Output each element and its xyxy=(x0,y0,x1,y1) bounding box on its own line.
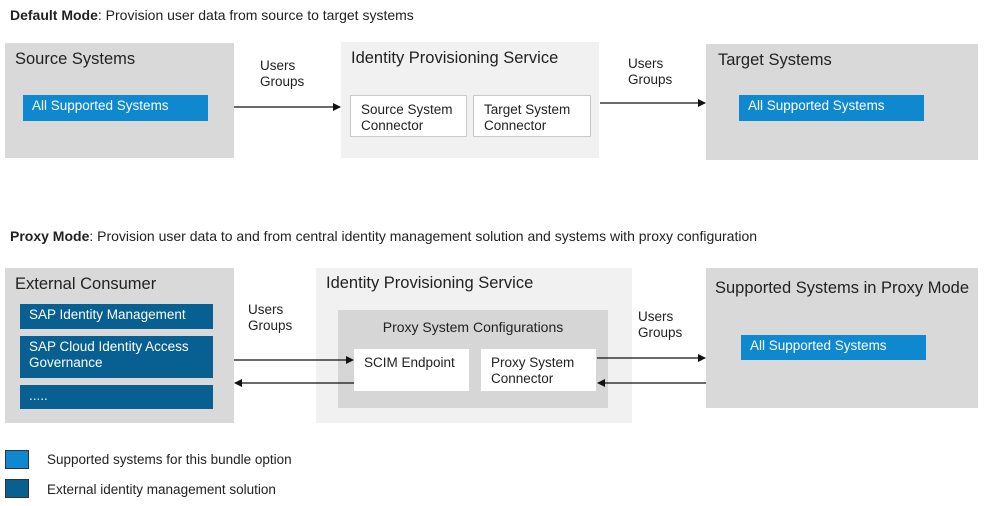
flow-groups-label: Groups xyxy=(628,72,673,87)
proxy-ips-title: Identity Provisioning Service xyxy=(326,274,534,292)
consumer-sap-cloud-identity-access-governance: SAP Cloud Identity Access Governance xyxy=(20,336,213,378)
proxy-mode-label: Proxy Mode xyxy=(10,228,90,244)
external-consumer-title: External Consumer xyxy=(15,275,157,293)
default-flow-left-label: Users Groups xyxy=(260,58,304,90)
legend-swatch-external xyxy=(5,479,29,498)
flow-users-label: Users xyxy=(248,302,284,317)
target-system-connector: Target System Connector xyxy=(473,95,591,137)
source-systems-title: Source Systems xyxy=(15,50,136,68)
proxy-all-supported-systems: All Supported Systems xyxy=(741,335,926,360)
flow-groups-label: Groups xyxy=(248,318,293,333)
target-all-supported-systems: All Supported Systems xyxy=(739,95,924,121)
legend-label-external: External identity management solution xyxy=(47,482,276,497)
default-mode-label: Default Mode xyxy=(10,7,98,23)
proxy-flow-left-label: Users Groups xyxy=(248,302,292,334)
flow-users-label: Users xyxy=(260,58,296,73)
legend-label-supported: Supported systems for this bundle option xyxy=(47,452,292,467)
flow-groups-label: Groups xyxy=(260,74,305,89)
default-ips-title: Identity Provisioning Service xyxy=(351,49,559,67)
consumer-sap-identity-management: SAP Identity Management xyxy=(20,304,213,329)
default-mode-description: : Provision user data from source to tar… xyxy=(97,7,414,23)
flow-groups-label: Groups xyxy=(638,325,683,340)
source-all-supported-systems: All Supported Systems xyxy=(23,95,208,121)
proxy-flow-right-label: Users Groups xyxy=(638,309,682,341)
source-system-connector: Source System Connector xyxy=(350,95,467,137)
flow-users-label: Users xyxy=(628,56,664,71)
flow-users-label: Users xyxy=(638,309,674,324)
consumer-more-items: ..... xyxy=(20,385,213,409)
supported-systems-proxy-title: Supported Systems in Proxy Mode xyxy=(715,279,970,297)
default-flow-right-label: Users Groups xyxy=(628,56,672,88)
default-mode-title: Default Mode: Provision user data from s… xyxy=(10,7,414,23)
proxy-mode-title: Proxy Mode: Provision user data to and f… xyxy=(10,228,757,244)
target-systems-title: Target Systems xyxy=(718,51,832,69)
proxy-mode-description: : Provision user data to and from centra… xyxy=(89,228,758,244)
scim-endpoint: SCIM Endpoint xyxy=(354,349,469,391)
legend-swatch-supported xyxy=(5,450,29,469)
proxy-system-configurations-title: Proxy System Configurations xyxy=(382,319,564,335)
proxy-system-connector: Proxy System Connector xyxy=(481,349,596,391)
